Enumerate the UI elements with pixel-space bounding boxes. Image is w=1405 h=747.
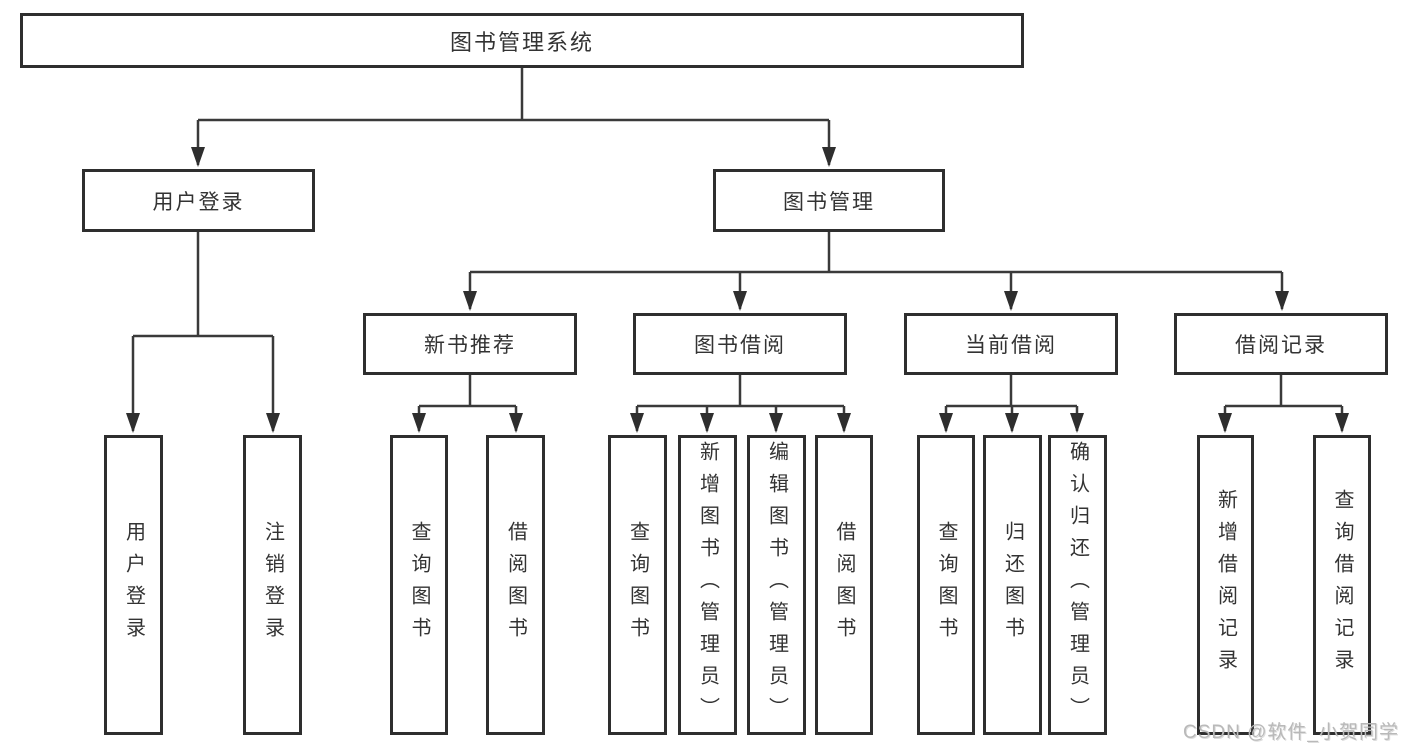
- node-new-book-recommendation: 新书推荐: [363, 313, 577, 375]
- leaf-query-books-1: 查询图书: [390, 435, 448, 735]
- node-label: 查询图书: [935, 521, 957, 649]
- node-label: 查询借阅记录: [1331, 489, 1353, 681]
- leaf-user-login: 用户登录: [104, 435, 163, 735]
- node-label: 编辑图书（管理员）: [765, 441, 788, 729]
- node-label: 注销登录: [261, 521, 284, 649]
- node-label: 查询图书: [408, 521, 430, 649]
- leaf-query-borrow-record: 查询借阅记录: [1313, 435, 1371, 735]
- leaf-return-books: 归还图书: [983, 435, 1042, 735]
- node-label: 用户登录: [122, 521, 145, 649]
- node-label: 归还图书: [1001, 521, 1024, 649]
- leaf-add-borrow-record: 新增借阅记录: [1197, 435, 1254, 735]
- csdn-watermark: CSDN @软件_小贺同学: [1183, 722, 1399, 743]
- node-label: 新增借阅记录: [1214, 489, 1237, 681]
- leaf-edit-books-admin: 编辑图书（管理员）: [747, 435, 806, 735]
- leaf-query-books-2: 查询图书: [608, 435, 667, 735]
- node-current-borrowing: 当前借阅: [904, 313, 1118, 375]
- node-label: 查询图书: [626, 521, 649, 649]
- node-book-management: 图书管理: [713, 169, 945, 232]
- node-label: 用户登录: [152, 190, 245, 214]
- leaf-confirm-return-admin: 确认归还（管理员）: [1048, 435, 1107, 735]
- node-user-login: 用户登录: [82, 169, 315, 232]
- node-label: 新书推荐: [424, 334, 516, 357]
- node-book-borrowing: 图书借阅: [633, 313, 847, 375]
- leaf-logout: 注销登录: [243, 435, 302, 735]
- node-label: 图书管理系统: [449, 29, 594, 55]
- node-label: 借阅记录: [1235, 334, 1327, 357]
- leaf-query-books-3: 查询图书: [917, 435, 975, 735]
- leaf-add-books-admin: 新增图书（管理员）: [678, 435, 737, 735]
- node-label: 图书借阅: [694, 334, 786, 357]
- node-label: 确认归还（管理员）: [1066, 441, 1089, 729]
- leaf-borrow-books-1: 借阅图书: [486, 435, 545, 735]
- leaf-borrow-books-2: 借阅图书: [815, 435, 873, 735]
- node-label: 借阅图书: [504, 521, 527, 649]
- node-library-management-system: 图书管理系统: [20, 13, 1024, 68]
- node-label: 借阅图书: [833, 521, 855, 649]
- node-label: 图书管理: [783, 190, 875, 214]
- node-label: 新增图书（管理员）: [696, 441, 719, 729]
- node-borrowing-records: 借阅记录: [1174, 313, 1388, 375]
- node-label: 当前借阅: [965, 334, 1057, 357]
